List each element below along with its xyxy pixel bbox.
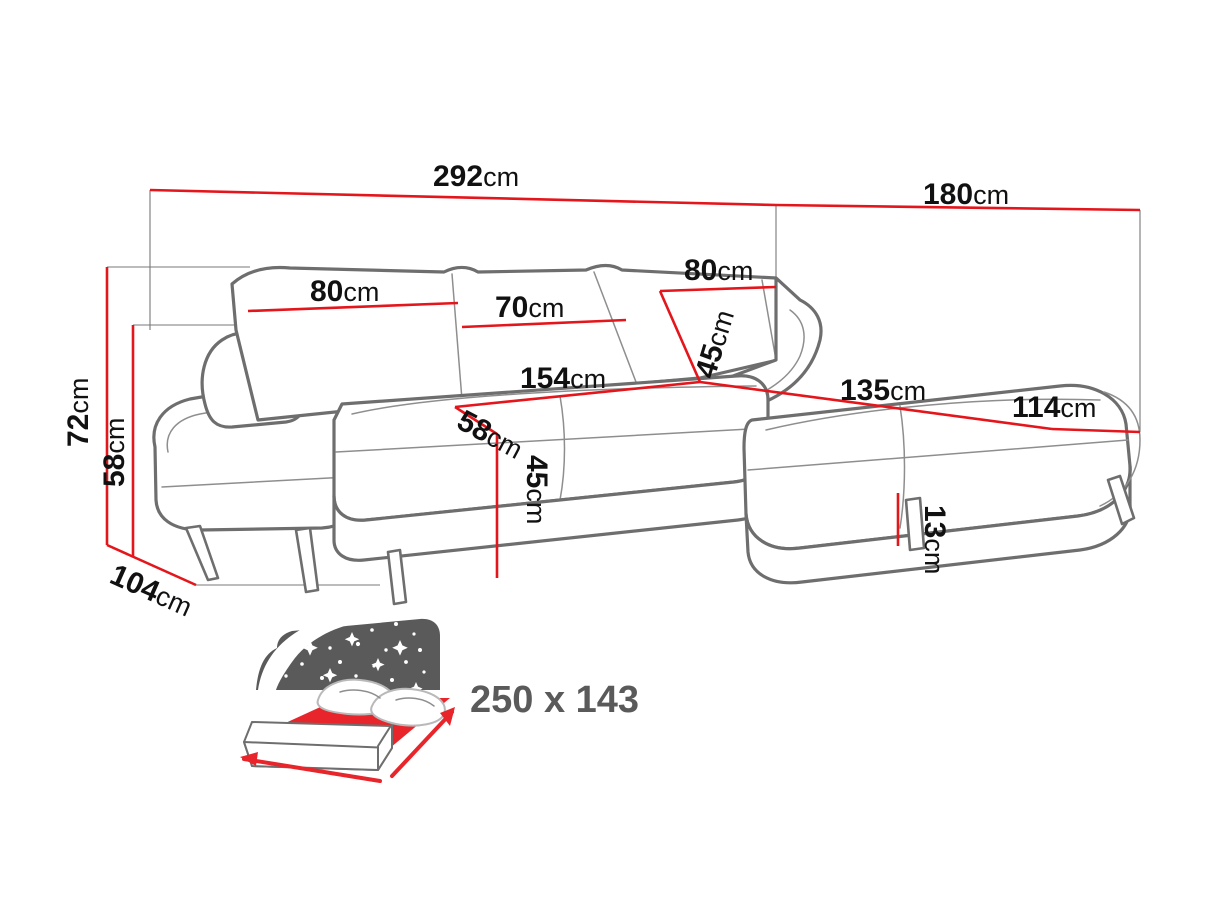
label-leg-height: 13cm — [918, 505, 951, 574]
sofa-leg-center — [386, 548, 408, 606]
sofa-chaise-crease-top — [765, 398, 1101, 431]
star-field — [266, 621, 426, 702]
mattress-arrow-side — [390, 710, 454, 778]
night-sky-swoosh — [258, 618, 360, 690]
dimline-cushion-left — [247, 301, 459, 313]
sofa-seat-crease-top — [351, 385, 757, 415]
mattress-front-edge — [243, 741, 391, 771]
pillow-back-fold — [339, 689, 381, 699]
pillow-front — [370, 687, 446, 727]
dimline-cushion-middle — [461, 318, 627, 329]
dimline-seat-depth — [454, 405, 498, 436]
label-chaise-length: 135cm — [840, 374, 926, 407]
dimline-total-width — [149, 188, 777, 207]
pillow-front-fold — [395, 697, 435, 707]
label-chaise-width: 114cm — [1012, 391, 1096, 424]
dimline-sofa-depth — [106, 543, 197, 587]
sofa-seat-divider — [559, 395, 566, 501]
sofa-leg-chaise-right — [1106, 474, 1136, 526]
label-back-height: 58cm — [98, 418, 131, 487]
sofa-illustration — [152, 263, 1141, 606]
dimension-lines — [105, 188, 1141, 587]
dimline-cushion-right — [659, 285, 777, 293]
sleeping-area-icon: 250 x 143 — [240, 618, 639, 783]
label-sofa-depth: 104cm — [105, 558, 197, 623]
mattress-arrow-head-right — [440, 707, 455, 726]
dimline-seat-width — [454, 380, 701, 409]
sofa-chaise-divider — [899, 405, 906, 529]
sofa-leg-chaise-left — [904, 496, 926, 552]
mattress-arrow-front — [242, 757, 382, 783]
label-total-width: 292cm — [433, 160, 519, 193]
sofa-cushion-divider-1 — [451, 273, 463, 401]
label-seat-height: 45cm — [520, 455, 553, 524]
label-cushion-right: 80cm — [684, 254, 753, 287]
sofa-chaise-crease-mid — [747, 439, 1129, 471]
dimline-chaise-length — [699, 380, 1053, 431]
sofa-cushion-divider-2 — [593, 271, 637, 383]
label-total-height: 72cm — [62, 378, 95, 447]
dimline-chaise-depth — [775, 203, 1141, 212]
mattress-arrow-head-left — [240, 752, 258, 766]
label-seat-width: 154cm — [520, 362, 606, 395]
dimension-labels: 292cm 180cm 72cm 58cm 104cm 80cm 70cm 80… — [62, 160, 1096, 623]
sofa-left-arm-crease — [161, 476, 349, 488]
sofa-seat-crease-mid — [335, 427, 769, 453]
label-chaise-depth: 180cm — [923, 178, 1009, 211]
dimline-chaise-width — [1051, 427, 1141, 434]
sofa-cushion-divider-3 — [761, 279, 777, 361]
sleeping-area-label: 250 x 143 — [470, 679, 639, 721]
dimline-cushion-height — [658, 290, 702, 383]
sofa-leg-front-left — [184, 524, 220, 582]
label-cushion-middle: 70cm — [495, 291, 564, 324]
label-cushion-left: 80cm — [310, 275, 379, 308]
sofa-leg-mid-left — [294, 526, 320, 594]
